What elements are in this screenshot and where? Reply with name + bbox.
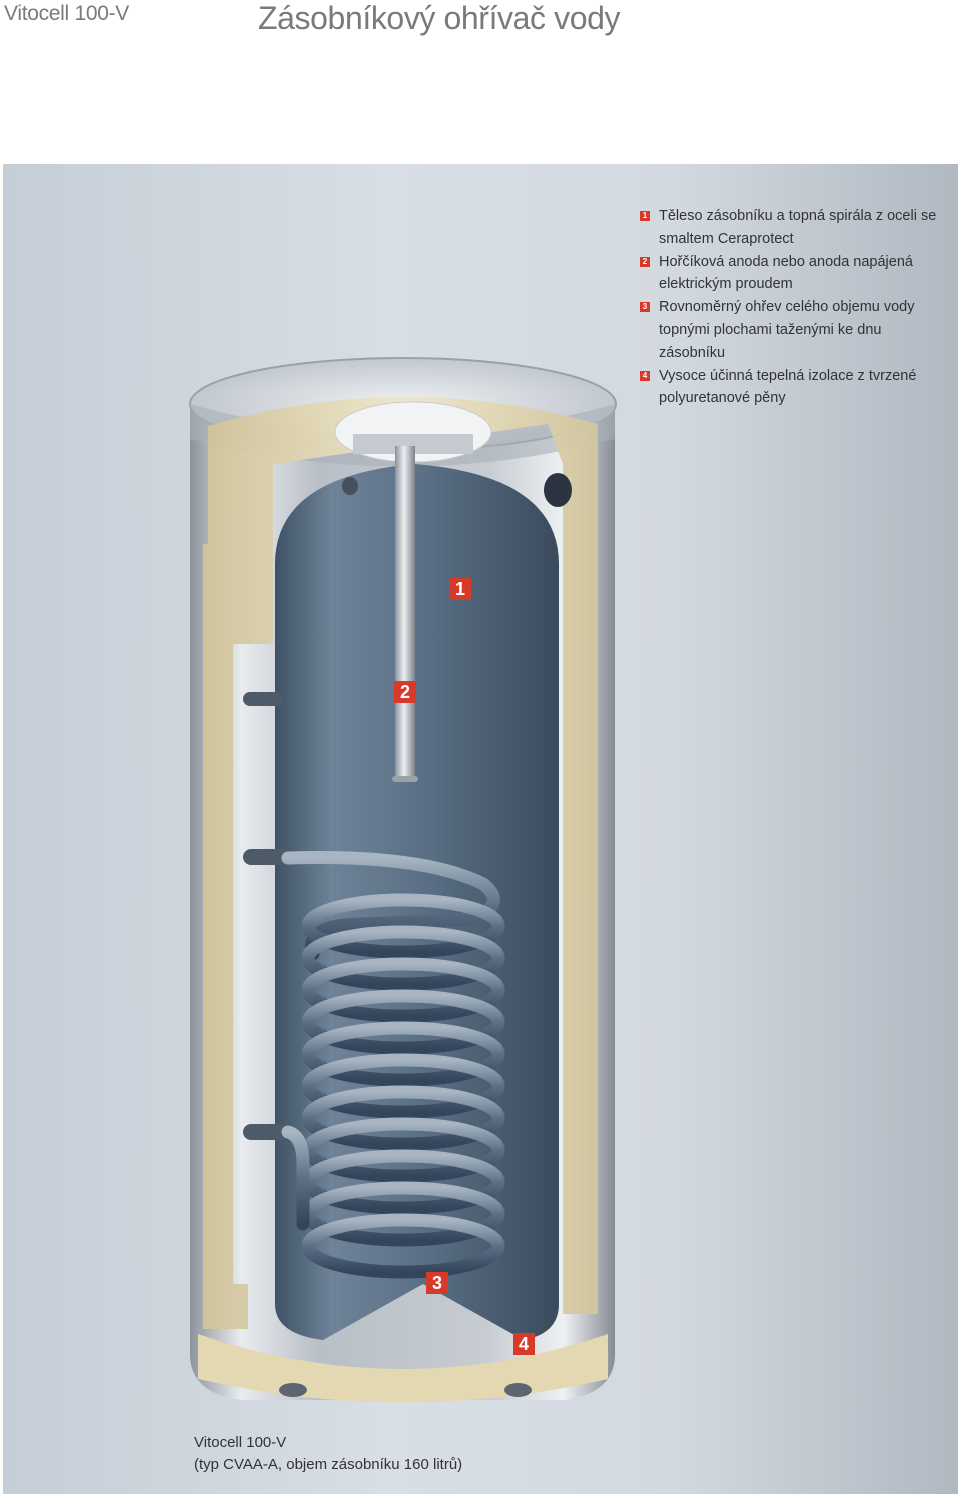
legend-item-3: 3 Rovnoměrný ohřev celého objemu vody to… <box>640 296 950 364</box>
caption-line-1: Vitocell 100-V <box>194 1434 287 1451</box>
product-name: Vitocell 100-V <box>4 2 129 25</box>
legend-item-2: 2 Hořčíková anoda nebo anoda napájená el… <box>640 251 950 297</box>
marker-3: 3 <box>426 1272 448 1294</box>
legend-number-badge: 1 <box>640 211 650 221</box>
marker-1: 1 <box>449 578 471 600</box>
legend-number-badge: 3 <box>640 302 650 313</box>
legend-item-4: 4 Vysoce účinná tepelná izolace z tvrzen… <box>640 365 950 411</box>
caption-line-2: (typ CVAA-A, objem zásobníku 160 litrů) <box>194 1456 463 1473</box>
marker-4: 4 <box>513 1333 535 1355</box>
water-heater-illustration <box>189 357 617 1403</box>
marker-2: 2 <box>394 681 416 703</box>
legend-text: Vysoce účinná tepelná izolace z tvrzené … <box>659 367 917 407</box>
page-title: Zásobníkový ohřívač vody <box>258 0 621 36</box>
legend-text: Těleso zásobníku a topná spirála z oceli… <box>659 208 937 247</box>
legend-text: Rovnoměrný ohřev celého objemu vody topn… <box>659 299 915 361</box>
legend-number-badge: 2 <box>640 256 650 267</box>
legend: 1 Těleso zásobníku a topná spirála z oce… <box>640 205 950 410</box>
legend-text: Hořčíková anoda nebo anoda napájená elek… <box>659 253 913 293</box>
illustration-panel <box>3 164 958 1494</box>
legend-item-1: 1 Těleso zásobníku a topná spirála z oce… <box>640 205 950 251</box>
caption: Vitocell 100-V (typ CVAA-A, objem zásobn… <box>194 1432 462 1476</box>
legend-number-badge: 4 <box>640 370 650 381</box>
